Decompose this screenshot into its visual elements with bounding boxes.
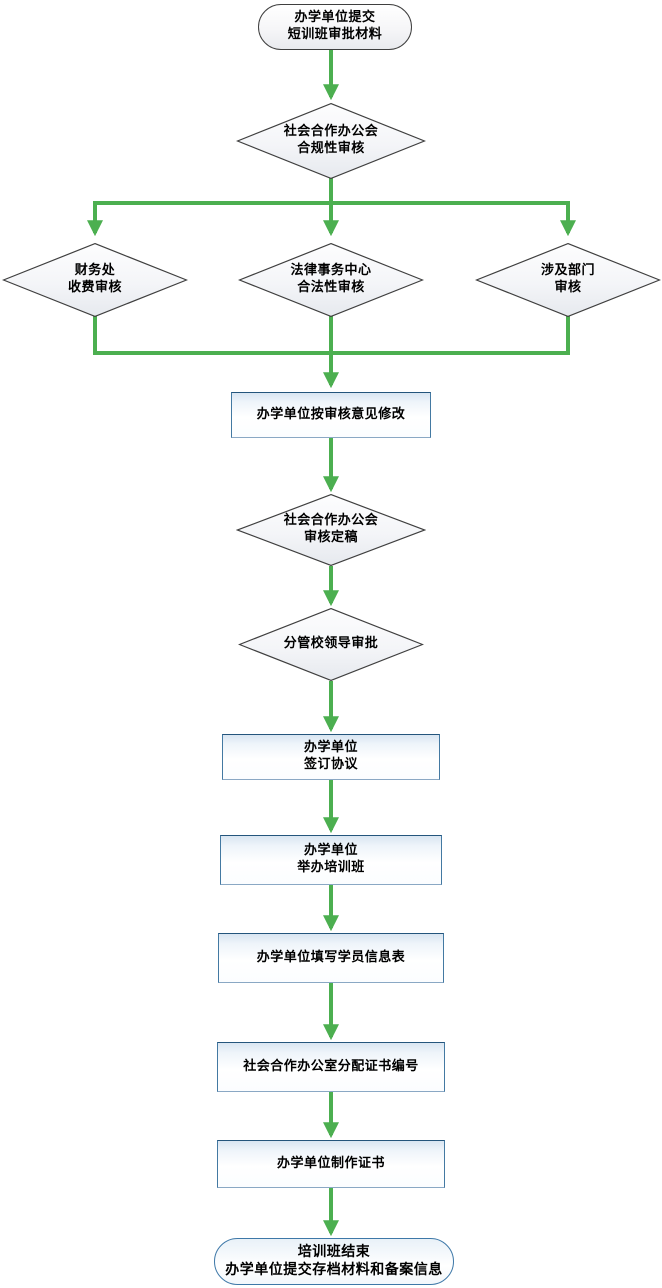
fill-student-info-label: 办学单位填写学员信息表 (256, 949, 406, 965)
compliance-review-diamond: 社会合作办公会 合规性审核 (236, 103, 426, 179)
end-label: 培训班结束 办学单位提交存档材料和备案信息 (225, 1244, 443, 1278)
assign-cert-number-process: 社会合作办公室分配证书编号 (217, 1042, 445, 1092)
end-terminator: 培训班结束 办学单位提交存档材料和备案信息 (214, 1238, 454, 1285)
sign-agreement-process: 办学单位 签订协议 (222, 734, 440, 780)
legal-review-diamond: 法律事务中心 合法性审核 (238, 243, 424, 317)
revise-label: 办学单位按审核意见修改 (256, 406, 406, 422)
compliance-review-label: 社会合作办公会 合规性审核 (283, 124, 379, 156)
make-certificate-process: 办学单位制作证书 (217, 1140, 445, 1188)
final-review-diamond: 社会合作办公会 审核定稿 (236, 494, 426, 566)
sign-agreement-label: 办学单位 签订协议 (303, 740, 358, 772)
fill-student-info-process: 办学单位填写学员信息表 (218, 933, 444, 983)
start-label: 办学单位提交 短训班审批材料 (287, 10, 383, 42)
related-dept-review-label: 涉及部门 审核 (540, 263, 595, 295)
start-terminator: 办学单位提交 短训班审批材料 (258, 4, 412, 50)
final-review-label: 社会合作办公会 审核定稿 (283, 513, 379, 545)
finance-review-label: 财务处 收费审核 (67, 263, 122, 295)
assign-cert-number-label: 社会合作办公室分配证书编号 (243, 1058, 419, 1074)
revise-process: 办学单位按审核意见修改 (231, 392, 431, 438)
diamond-shape (236, 494, 426, 566)
legal-review-label: 法律事务中心 合法性审核 (290, 263, 372, 295)
hold-training-process: 办学单位 举办培训班 (220, 835, 442, 885)
leader-approval-diamond: 分管校领导审批 (238, 608, 424, 681)
finance-review-diamond: 财务处 收费审核 (2, 243, 188, 317)
diamond-shape (238, 608, 424, 681)
leader-approval-label: 分管校领导审批 (283, 636, 379, 652)
related-dept-review-diamond: 涉及部门 审核 (475, 243, 661, 317)
make-certificate-label: 办学单位制作证书 (276, 1155, 385, 1171)
hold-training-label: 办学单位 举办培训班 (297, 843, 365, 875)
